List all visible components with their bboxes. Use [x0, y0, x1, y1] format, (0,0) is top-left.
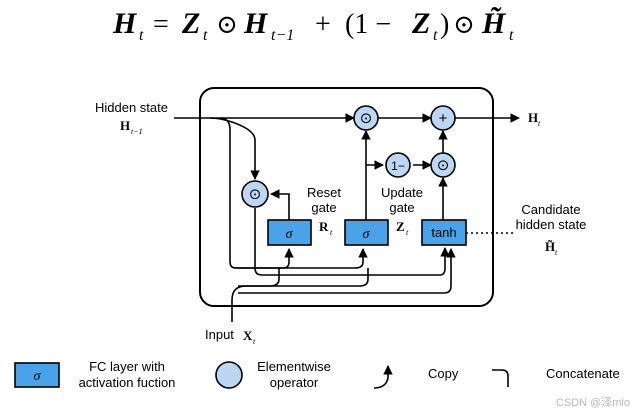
- diagram-labels: Hidden state H t−1 H t Reset gate R t Up…: [95, 100, 586, 346]
- eq-equals: =: [153, 9, 169, 40]
- reset-label: Reset: [307, 185, 341, 200]
- legend-operator-swatch: [215, 361, 243, 389]
- plus-symbol: +: [439, 110, 448, 127]
- update-label: Update: [381, 185, 423, 200]
- candidate-odot-node: [430, 152, 456, 178]
- wire-hidden-to-update-sigma: [236, 248, 368, 269]
- reset-sigma-symbol: σ: [286, 227, 294, 242]
- candidate-label: Candidate: [521, 202, 580, 217]
- h-out-sub: t: [538, 119, 541, 128]
- eq-z-2: Z: [411, 7, 430, 40]
- eq-h-prev: H: [243, 7, 269, 40]
- eq-h-sub: t: [139, 27, 144, 44]
- r-sub: t: [330, 228, 333, 237]
- update-gate-sigma-box: [344, 219, 389, 246]
- update-sigma-symbol: σ: [363, 227, 371, 242]
- eq-odot-2: ⊙: [453, 10, 475, 39]
- eq-z-sub: t: [203, 27, 208, 44]
- x-label: X: [243, 328, 253, 343]
- plus-node: [430, 105, 456, 131]
- elementwise-nodes: ⊙ + ⊙ 1− ⊙: [241, 105, 456, 208]
- wire-reset-sigma-to-odot: [270, 189, 290, 220]
- h-prev-sub: t−1: [131, 127, 143, 136]
- eq-rparen: ): [440, 9, 449, 40]
- reset-gate-label: gate: [311, 200, 336, 215]
- candidate-odot-symbol: ⊙: [437, 157, 450, 174]
- candidate-hidden-state-label: hidden state: [516, 217, 587, 232]
- wire-input-branch-a: [231, 268, 280, 322]
- wire-hidden-to-reset-sigma: [219, 117, 294, 269]
- x-sub: t: [253, 337, 256, 346]
- wire-input-branch-b: [238, 268, 369, 287]
- watermark: CSDN @泽mio: [556, 396, 630, 409]
- r-label: R: [319, 219, 329, 234]
- legend-fc-line1: FC layer with: [89, 359, 165, 374]
- legend-elementwise-line2: operator: [270, 375, 319, 390]
- legend-fc-line2: activation fuction: [79, 375, 176, 390]
- legend-concatenate-label: Concatenate: [546, 366, 620, 381]
- legend-concatenate-icon: [492, 369, 509, 387]
- z-label: Z: [396, 219, 405, 234]
- wire-reset-to-tanh: [254, 208, 450, 276]
- eq-lparen: (1 −: [345, 9, 391, 40]
- reset-odot-node: [241, 180, 269, 208]
- eq-z: Z: [181, 7, 200, 40]
- eq-plus: +: [315, 9, 331, 40]
- update-gate-label: gate: [389, 200, 414, 215]
- hidden-state-label: Hidden state: [95, 100, 168, 115]
- legend-elementwise-line1: Elementwise: [257, 359, 331, 374]
- tanh-label: tanh: [431, 225, 456, 240]
- gru-equation: H t = Z t ⊙ H t−1 + (1 − Z t ) ⊙ H̃ t: [112, 7, 514, 44]
- eq-odot-1: ⊙: [216, 10, 238, 39]
- eq-htilde: H̃: [481, 7, 507, 40]
- wire-hidden-to-reset-odot: [209, 117, 260, 180]
- input-label: Input: [205, 327, 234, 342]
- update-odot-symbol: ⊙: [360, 110, 373, 127]
- legend-copy-label: Copy: [428, 366, 459, 381]
- gru-cell-box: [199, 87, 494, 307]
- one-minus-node: [385, 152, 411, 178]
- legend: σ FC layer with activation fuction Eleme…: [14, 359, 620, 390]
- one-minus-symbol: 1−: [391, 159, 405, 173]
- eq-htilde-sub: t: [509, 27, 514, 44]
- wire-input-to-tanh: [238, 248, 456, 294]
- eq-z-2-sub: t: [433, 27, 438, 44]
- legend-copy-icon: [373, 365, 393, 389]
- fc-layers: σ σ tanh: [267, 219, 467, 246]
- htilde-label: H̃: [545, 239, 555, 254]
- legend-fc-swatch: [14, 362, 60, 388]
- z-sub: t: [406, 228, 409, 237]
- gru-wires: [174, 113, 520, 322]
- legend-sigma-symbol: σ: [34, 369, 42, 384]
- h-out-label: H: [528, 110, 538, 125]
- tanh-box: [421, 219, 467, 246]
- reset-odot-symbol: ⊙: [249, 186, 262, 203]
- eq-h-prev-sub: t−1: [271, 27, 294, 44]
- htilde-sub: t: [555, 248, 558, 257]
- eq-h: H: [112, 7, 138, 40]
- update-odot-node: [353, 105, 379, 131]
- reset-gate-sigma-box: [267, 219, 312, 246]
- h-prev-label: H: [120, 118, 130, 133]
